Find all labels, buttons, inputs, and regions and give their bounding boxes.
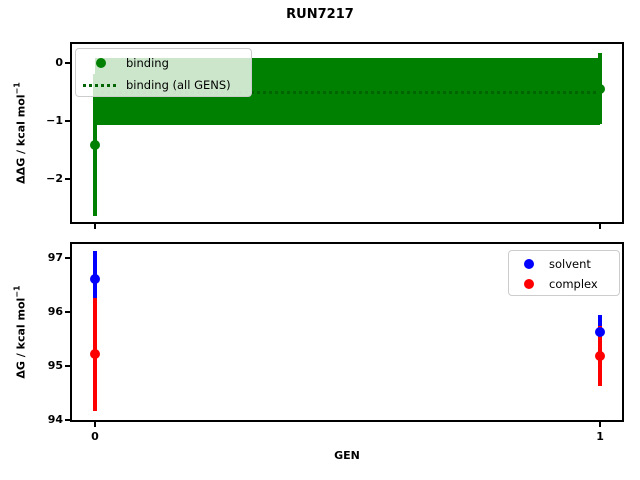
chart-title: RUN7217 — [286, 7, 354, 22]
y-tick-label: −2 — [46, 171, 63, 185]
x-tick-mark — [599, 224, 602, 229]
x-tick-mark — [599, 422, 602, 427]
x-tick-mark — [93, 224, 96, 229]
legend-circle-marker-icon — [509, 279, 549, 289]
legend-dg-plot: solvent complex — [508, 250, 620, 296]
legend-item-binding: binding — [76, 52, 251, 74]
y-tick-mark — [65, 311, 70, 314]
marker-solvent-1 — [595, 326, 606, 337]
legend-label: binding (all GENS) — [126, 78, 231, 92]
legend-circle-marker-icon — [76, 58, 126, 68]
top-y-axis-label: ΔΔG / kcal mol−1 — [12, 82, 28, 184]
marker-solvent-0 — [89, 274, 100, 285]
mean-dotted-line — [94, 90, 601, 94]
bottom-y-axis-label: ΔG / kcal mol−1 — [12, 285, 28, 379]
y-tick-mark — [65, 120, 70, 123]
y-tick-label: 94 — [47, 412, 63, 426]
marker-complex-0 — [89, 349, 100, 360]
y-tick-label: 0 — [55, 56, 63, 70]
legend-label: complex — [549, 277, 598, 291]
legend-item-binding-all-gens-: binding (all GENS) — [76, 74, 251, 96]
y-tick-mark — [65, 418, 70, 421]
legend-label: binding — [126, 56, 169, 70]
y-tick-mark — [65, 364, 70, 367]
legend-marker-glyph — [83, 83, 119, 87]
marker-complex-1 — [595, 351, 606, 362]
legend-item-solvent: solvent — [509, 254, 619, 274]
legend-dotted-line-icon — [76, 83, 126, 87]
x-tick-label: 0 — [91, 430, 99, 443]
y-tick-label: −1 — [46, 114, 63, 128]
legend-circle-marker-icon — [509, 259, 549, 269]
legend-label: solvent — [549, 257, 591, 271]
dg-plot-axes — [70, 242, 624, 422]
legend-item-complex: complex — [509, 274, 619, 294]
x-tick-mark — [93, 422, 96, 427]
marker-binding-1 — [595, 83, 606, 94]
legend-marker-glyph — [96, 58, 106, 68]
x-axis-label: GEN — [334, 449, 360, 462]
legend-marker-glyph — [524, 279, 534, 289]
y-tick-label: 95 — [47, 358, 63, 372]
y-tick-mark — [65, 177, 70, 180]
x-tick-label: 1 — [596, 430, 604, 443]
binding-plot-axes — [70, 42, 624, 224]
legend-marker-glyph — [524, 259, 534, 269]
marker-binding-0 — [89, 139, 100, 150]
y-tick-mark — [65, 257, 70, 260]
y-tick-mark — [65, 62, 70, 65]
y-tick-label: 96 — [47, 305, 63, 319]
y-tick-label: 97 — [47, 251, 63, 265]
legend-binding-plot: binding binding (all GENS) — [75, 48, 252, 97]
